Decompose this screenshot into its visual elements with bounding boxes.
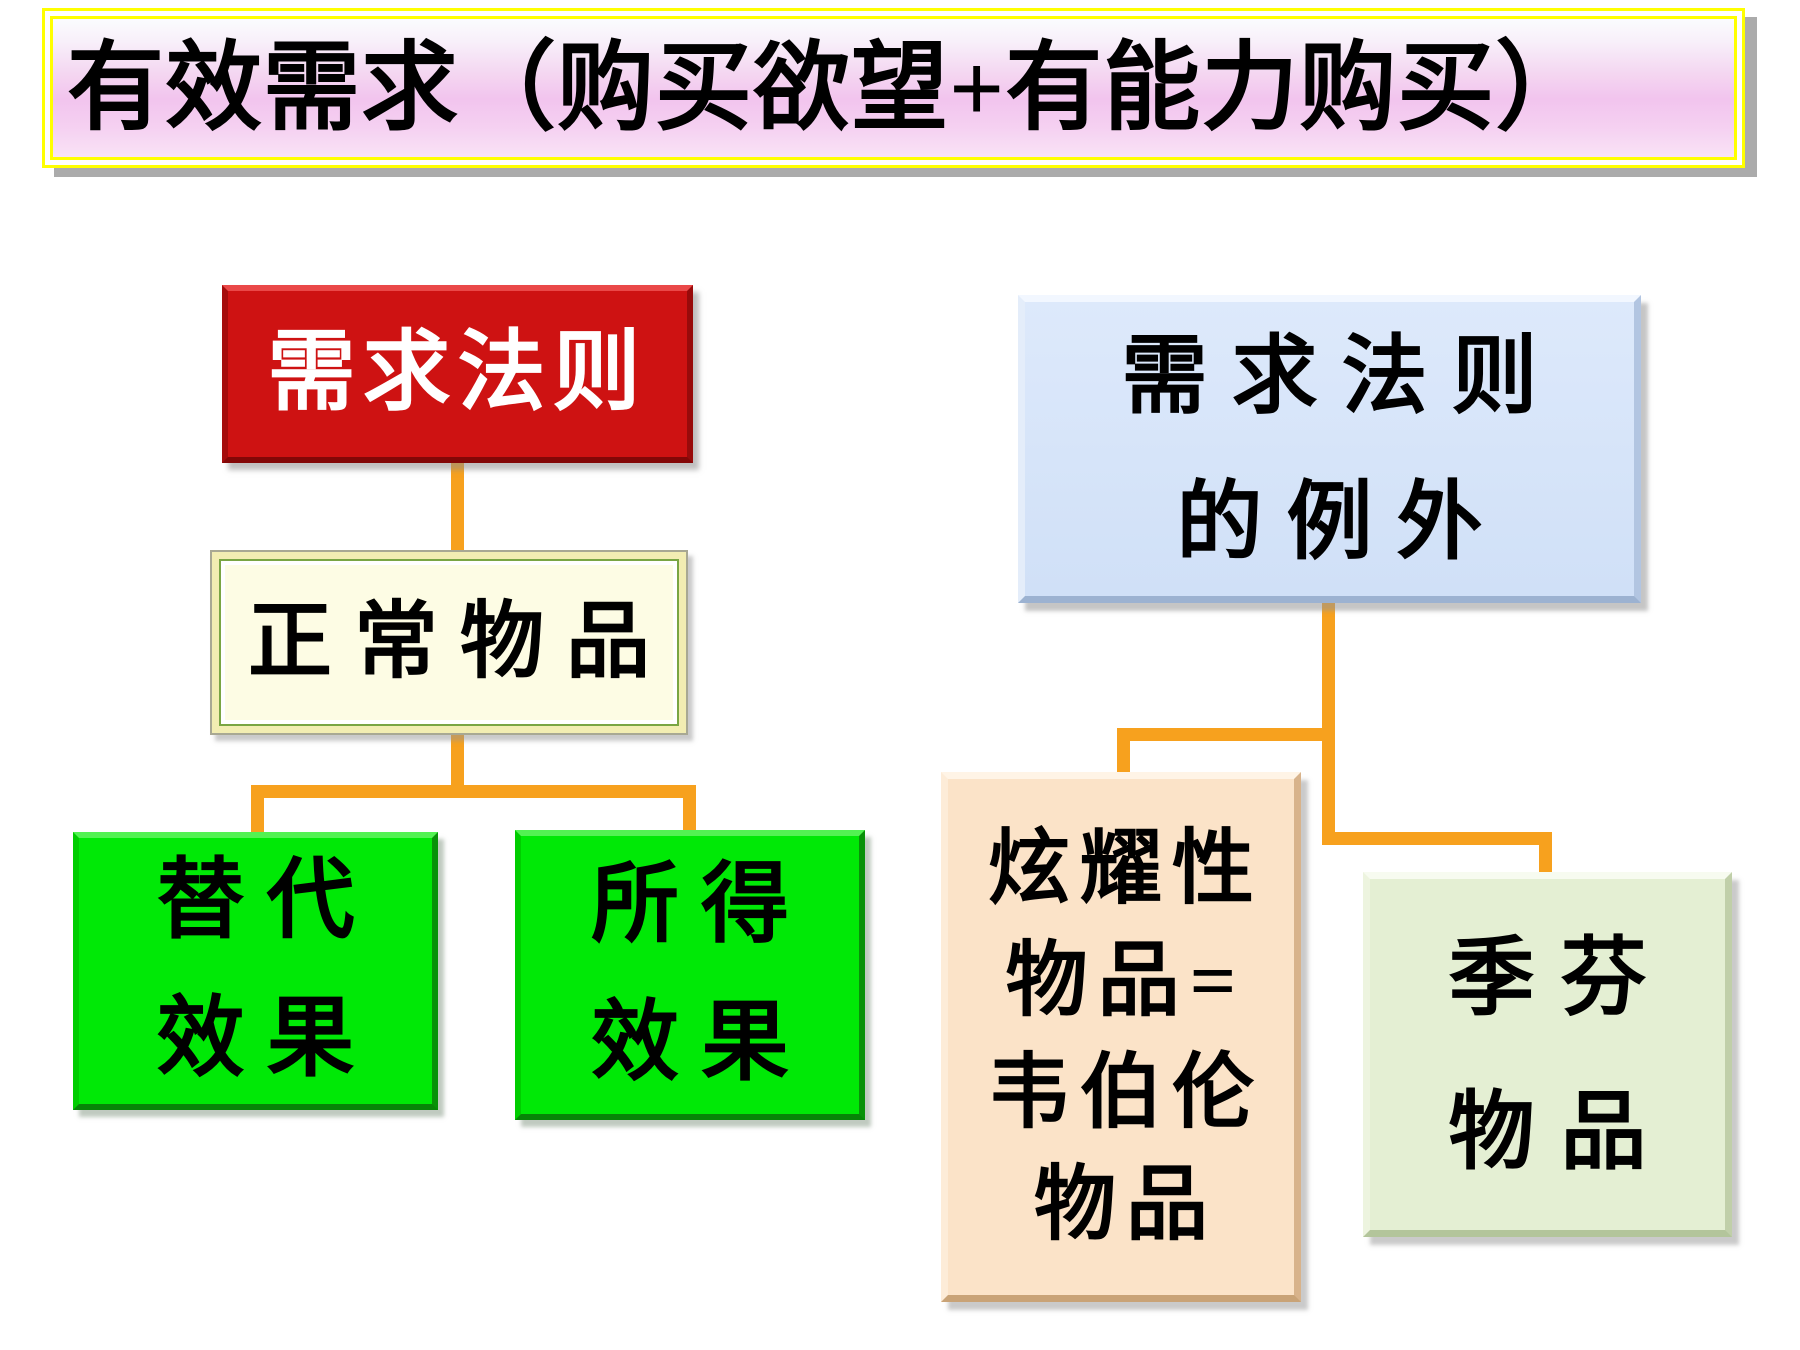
income-effect-line-2: 效果: [590, 995, 811, 1092]
law-exceptions-line-1: 需求法则: [1121, 328, 1562, 424]
connector-left-horizontal: [251, 785, 696, 798]
demand-law-label: 需求法则: [267, 325, 648, 422]
veblen-goods-box: 炫耀性 物品= 韦伯伦 物品: [941, 772, 1301, 1302]
law-exceptions-line-2: 的例外: [1176, 474, 1507, 570]
veblen-goods-line-4: 物品: [1033, 1159, 1218, 1250]
normal-goods-label: 正常物品: [219, 559, 679, 726]
substitution-effect-box: 替代 效果: [73, 832, 438, 1110]
giffen-goods-box: 季芬 物品: [1363, 872, 1732, 1237]
connector-cream-down: [451, 735, 464, 798]
connector-giffen-drop: [1539, 832, 1552, 874]
giffen-goods-line-1: 季芬: [1448, 929, 1673, 1026]
connector-substitution-drop: [251, 785, 264, 833]
normal-goods-box: 正常物品: [210, 550, 688, 735]
substitution-effect-line-2: 效果: [156, 991, 377, 1088]
law-exceptions-box: 需求法则 的例外: [1018, 295, 1641, 603]
demand-law-box: 需求法则: [222, 285, 693, 463]
title-banner-inner: 有效需求（购买欲望+有能力购买）: [50, 16, 1737, 160]
page-title: 有效需求（购买欲望+有能力购买）: [67, 34, 1594, 142]
connector-veblen-horizontal: [1117, 728, 1335, 741]
substitution-effect-line-1: 替代: [156, 853, 377, 950]
connector-exceptions-down: [1322, 603, 1335, 845]
income-effect-box: 所得 效果: [515, 830, 865, 1120]
connector-veblen-drop: [1117, 728, 1130, 776]
connector-giffen-horizontal: [1322, 832, 1552, 845]
veblen-goods-line-2: 物品=: [1005, 935, 1247, 1026]
connector-red-to-cream: [451, 463, 464, 550]
veblen-goods-line-1: 炫耀性: [987, 823, 1264, 914]
income-effect-line-1: 所得: [590, 857, 811, 954]
connector-income-drop: [683, 785, 696, 831]
title-banner: 有效需求（购买欲望+有能力购买）: [42, 8, 1745, 168]
giffen-goods-line-2: 物品: [1448, 1083, 1673, 1180]
veblen-goods-line-3: 韦伯伦: [987, 1047, 1264, 1138]
